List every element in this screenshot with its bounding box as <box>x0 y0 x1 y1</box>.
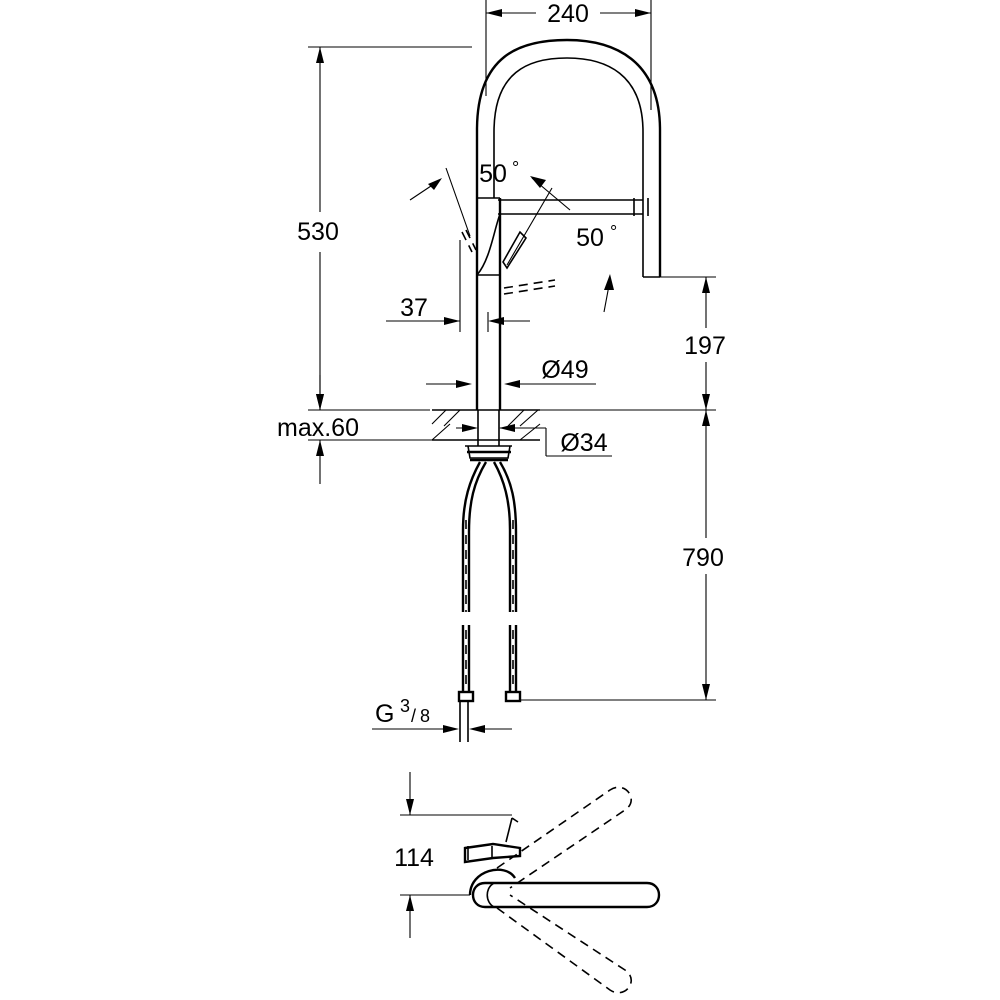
faucet-side-view <box>431 38 662 742</box>
spray-head-arm <box>498 198 649 216</box>
supply-hose-left-lower <box>461 625 471 692</box>
dim-thread-denominator: 8 <box>420 706 430 726</box>
supply-hose-left-inner <box>467 461 488 612</box>
dim-49-label: Ø49 <box>541 356 588 384</box>
top-view-spout-rotated-down <box>496 894 632 994</box>
supply-hose-right <box>492 461 512 612</box>
dim-thread-arrow-left <box>443 725 459 733</box>
dim-thread-label: G <box>375 700 394 728</box>
dim-34-arrow-left <box>462 424 478 432</box>
dim-197-label: 197 <box>684 332 726 360</box>
top-view-lever-detail <box>467 817 519 860</box>
dim-thread-numerator: 3 <box>400 696 410 716</box>
dim-50-right-degree: ° <box>610 222 617 242</box>
dim-49-arrow-left <box>456 380 472 388</box>
lever-left-position <box>461 229 477 253</box>
dim-50-left-label: 50 <box>479 160 507 188</box>
dim-37-arrow-left <box>444 317 460 325</box>
dim-50-left-arrow <box>428 178 442 190</box>
faucet-top-view: 114 <box>394 772 661 994</box>
connection-stub <box>459 701 469 742</box>
dim-34-arrow-right <box>499 424 515 432</box>
dimension-lines: 240 530 50 ° 50 ° 37 197 <box>277 0 726 733</box>
dim-37-label: 37 <box>400 294 428 322</box>
dim-50-left-arc <box>409 167 471 237</box>
top-view-lever <box>463 842 522 864</box>
hose-fitting-right <box>504 690 522 703</box>
countertop-hatch <box>431 409 541 441</box>
dim-114-extension <box>400 814 512 896</box>
dim-790-arrow-bottom <box>702 684 710 700</box>
dim-240-arrow-left <box>486 9 502 17</box>
dim-34-label: Ø34 <box>560 429 607 457</box>
supply-hose-left <box>461 461 482 612</box>
dim-max60-label: max.60 <box>277 414 359 442</box>
dim-37-arrow-right <box>488 317 504 325</box>
top-view-body <box>468 868 517 896</box>
top-view-spout <box>471 881 661 909</box>
top-view-spout-rotated-up <box>496 786 632 889</box>
dim-49-arrow-right <box>504 380 520 388</box>
supply-hose-right-lower <box>508 625 518 692</box>
top-view-spout-end <box>486 882 495 908</box>
dim-114-arrow-top <box>406 799 414 815</box>
dim-114-label: 114 <box>394 844 434 872</box>
lever-upper-limit <box>506 187 553 266</box>
dim-max60-arrow-bottom <box>316 440 324 456</box>
dim-114-arrow-bottom <box>406 895 414 911</box>
dim-790-arrow-top <box>702 410 710 426</box>
lever-handle <box>502 230 528 270</box>
spout-arch-outer <box>475 38 662 277</box>
spout-arch-inner <box>493 57 644 277</box>
lever-lower-arrow <box>604 274 614 290</box>
hose-fitting-left <box>457 690 475 703</box>
supply-hose-right-inner <box>498 461 518 612</box>
dim-530-arrow-top <box>316 47 324 63</box>
dim-240-label: 240 <box>547 0 589 28</box>
dim-530-label: 530 <box>297 218 339 246</box>
dim-37-extension <box>459 240 489 332</box>
dim-197-arrow-bottom <box>702 394 710 410</box>
dim-790-label: 790 <box>682 544 724 572</box>
dim-thread-arrow-right <box>469 725 485 733</box>
dim-50-left-degree: ° <box>512 158 519 178</box>
dim-530-extension <box>308 46 472 411</box>
dim-50-right-label: 50 <box>576 224 604 252</box>
mounting-nut <box>467 450 511 462</box>
dim-240-extension <box>485 0 652 110</box>
dim-240-arrow-right <box>635 9 651 17</box>
faucet-body <box>475 198 502 410</box>
hose-braid-lower <box>465 630 514 690</box>
dim-max60-arrow-top <box>316 394 324 410</box>
dim-50-right-arrow <box>530 176 546 188</box>
lever-lower-position <box>503 279 556 295</box>
dim-197-arrow-top <box>702 277 710 293</box>
dim-thread-slash: / <box>411 706 416 726</box>
body-lever-housing <box>476 197 501 276</box>
